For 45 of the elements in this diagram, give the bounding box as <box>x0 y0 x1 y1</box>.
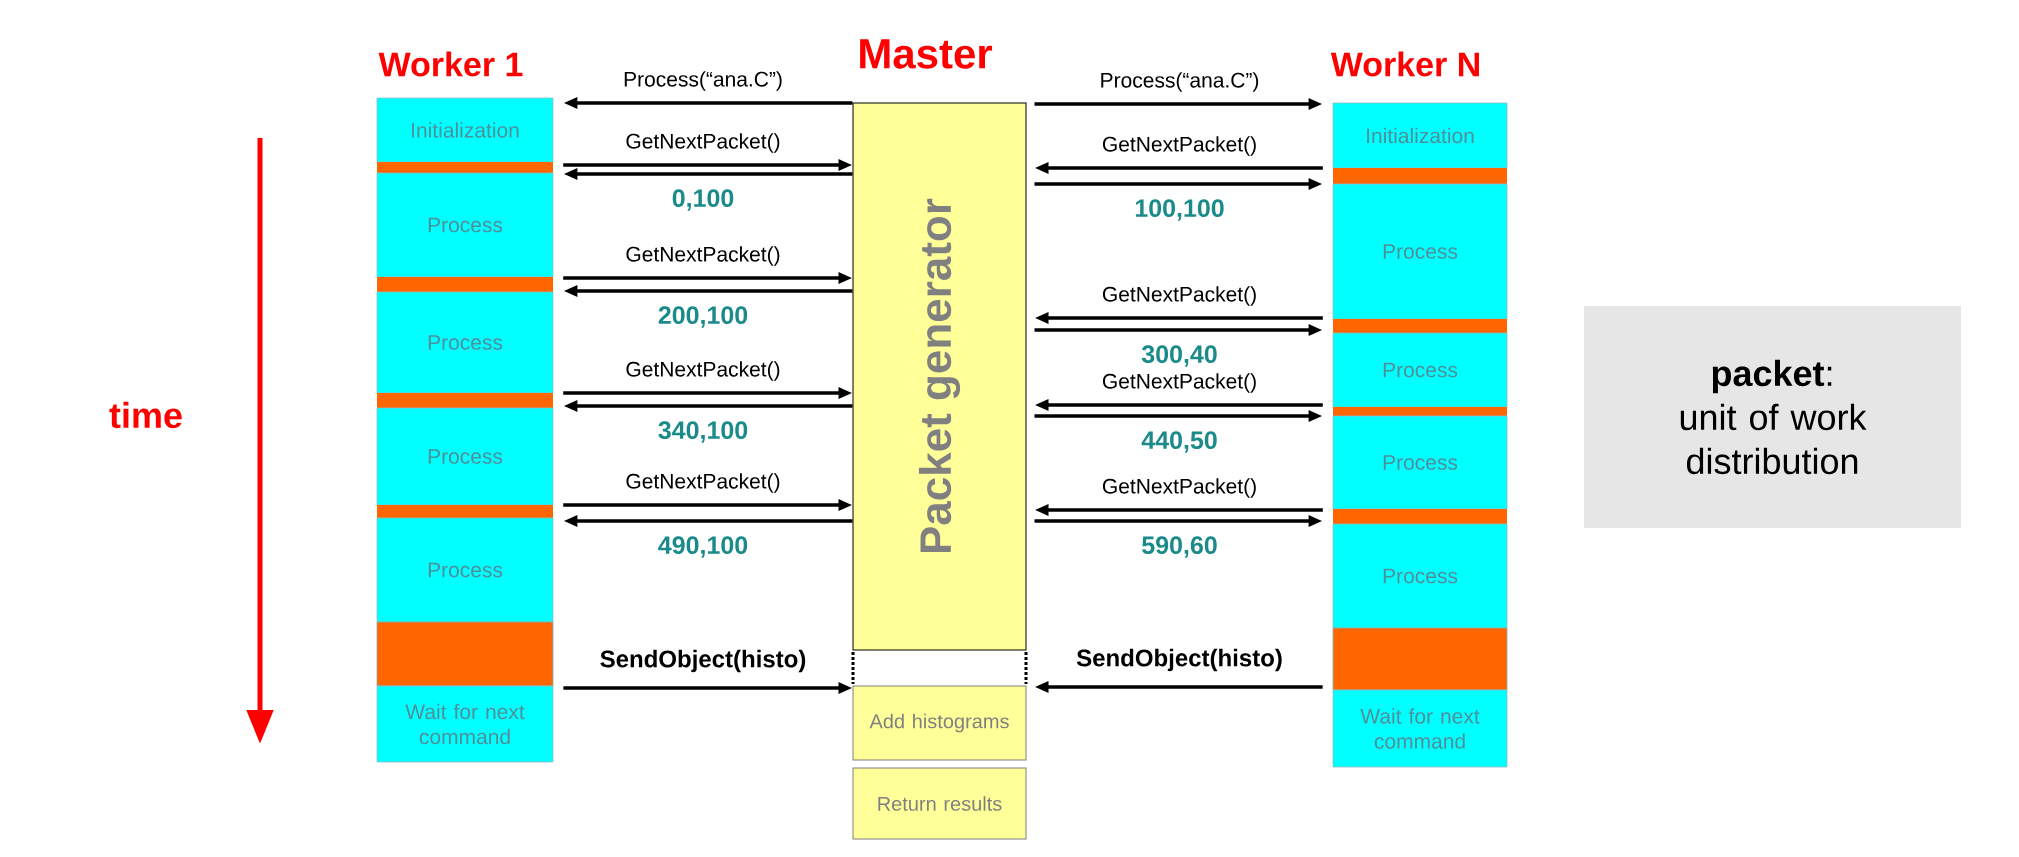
edge-label: 100,100 <box>1135 199 1224 221</box>
edge-label: 300,40 <box>1141 345 1217 367</box>
edge-label: SendObject(histo) <box>1076 648 1282 672</box>
worker-step-box: Process <box>1332 332 1508 408</box>
status-bar <box>1333 168 1507 184</box>
worker-step-box: Wait for next command <box>1332 689 1508 768</box>
edge-label: GetNextPacket() <box>1102 478 1256 498</box>
axis-label: time <box>109 401 182 429</box>
edge-label: GetNextPacket() <box>1102 373 1256 393</box>
worker-step-box: Initialization <box>1332 102 1508 169</box>
worker-step-box: Process <box>1332 523 1508 629</box>
note-box: packet: unit of work distribution <box>1584 306 1961 528</box>
column-title: Master <box>860 39 993 69</box>
status-block <box>1332 627 1508 691</box>
status-block <box>376 621 554 687</box>
worker-step-box: Process <box>376 291 554 394</box>
edge-label: GetNextPacket() <box>626 361 780 381</box>
master-step-box: Add histograms <box>852 685 1027 761</box>
edge-label: Process(“ana.C”) <box>1101 72 1259 92</box>
status-bar <box>1333 319 1507 333</box>
edge-label: 490,100 <box>658 536 748 558</box>
edge-label: 340,100 <box>658 421 748 443</box>
worker-step-box: Process <box>376 172 554 278</box>
edge-label: 0,100 <box>672 189 734 211</box>
worker-step-box: Process <box>1332 415 1508 510</box>
worker-step-box: Wait for next command <box>376 685 554 763</box>
edge-label: SendObject(histo) <box>600 649 806 673</box>
master-step-box: Return results <box>852 767 1027 840</box>
edge-label: GetNextPacket() <box>1102 136 1256 156</box>
worker-step-box: Process <box>376 407 554 506</box>
worker-step-box: Process <box>376 517 554 623</box>
column-title: Worker N <box>1330 51 1479 77</box>
edge-label: GetNextPacket() <box>626 133 780 153</box>
worker-step-box: Initialization <box>376 97 554 163</box>
edge-label: 440,50 <box>1141 431 1217 453</box>
edge-label: GetNextPacket() <box>626 246 780 266</box>
packet-generator-box: Packet generator <box>852 102 1027 651</box>
status-bar <box>377 162 553 173</box>
edge-label: GetNextPacket() <box>626 473 780 493</box>
worker-step-box: Process <box>1332 183 1508 320</box>
edge-label: Process(“ana.C”) <box>624 71 782 91</box>
edge-label: 200,100 <box>658 306 748 328</box>
column-title: Worker 1 <box>378 51 523 77</box>
edge-label: 590,60 <box>1142 536 1217 558</box>
edge-label: GetNextPacket() <box>1102 286 1256 306</box>
